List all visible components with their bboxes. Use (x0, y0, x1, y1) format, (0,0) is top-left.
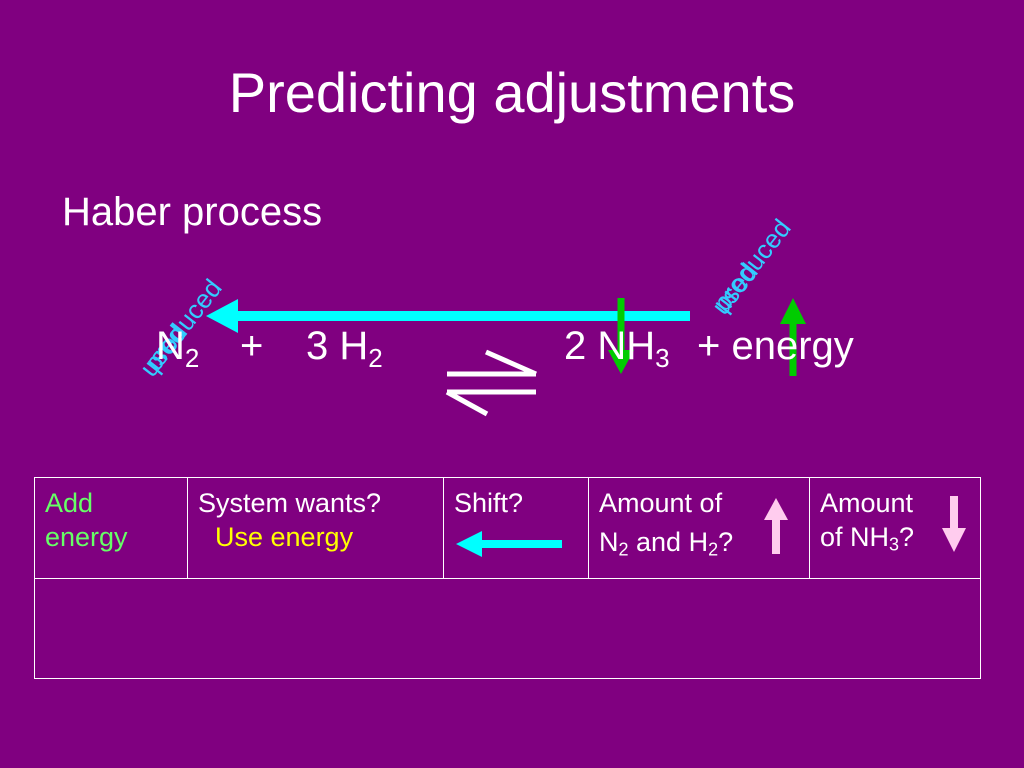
shift-left-arrow-icon (206, 299, 690, 333)
reactant-amount-cell: Amount of N2 and H2? (588, 477, 810, 579)
ammonia-down-arrow-icon (608, 298, 634, 374)
adjustment-table: Add energy System wants? Use energy Shif… (34, 477, 981, 679)
reactant-up-arrow-icon (764, 498, 788, 554)
equilibrium-harpoons-icon (445, 349, 538, 417)
table-header-row: Add energy System wants? Use energy Shif… (34, 477, 981, 579)
condition-cell: Add energy (34, 477, 188, 579)
shift-left-small-arrow-icon (456, 530, 562, 557)
ammonia-amount-cell: Amount of NH3? (809, 477, 981, 579)
slide-subtitle: Haber process (62, 190, 323, 234)
equation-reactant-n2: N2 (156, 324, 200, 373)
shift-cell: Shift? (443, 477, 589, 579)
equation-product-nh3: 2 NH3 (564, 324, 670, 373)
equation-plus: + (240, 324, 264, 368)
equation-reactant-h2: 3 H2 (306, 324, 383, 373)
energy-up-arrow-icon (780, 298, 806, 376)
system-wants-cell: System wants? Use energy (187, 477, 444, 579)
slide-title: Predicting adjustments (228, 61, 796, 124)
table-answer-row (34, 578, 981, 679)
answer-cell (34, 578, 981, 679)
ammonia-down-arrow-small-icon (942, 496, 966, 552)
equation-product-energy: + energy (697, 324, 854, 368)
